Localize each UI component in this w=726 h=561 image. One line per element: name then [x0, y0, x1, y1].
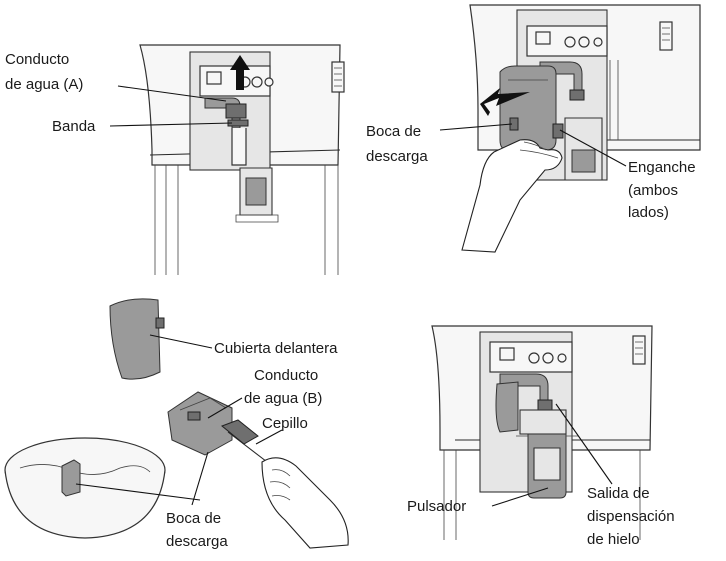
label-boca-descarga-top-line2: descarga	[366, 148, 428, 165]
label-banda: Banda	[52, 118, 96, 135]
dispenser-unit-illustration	[139, 44, 345, 275]
label-pulsador: Pulsador	[407, 498, 466, 515]
panel-top-left: Conducto de agua (A) Banda	[5, 44, 345, 275]
panel-bottom-left: Cubierta delantera Conducto de agua (B) …	[4, 298, 349, 550]
leader-conducto-b	[207, 397, 243, 419]
label-cepillo: Cepillo	[262, 415, 308, 432]
label-salida-line2: dispensación	[587, 508, 675, 525]
label-salida-line3: de hielo	[587, 531, 640, 548]
label-conducto-b-line2: de agua (B)	[244, 390, 322, 407]
leader-enganche	[559, 129, 627, 167]
leader-boca-descarga-bowl	[75, 483, 201, 501]
cleaning-illustration	[4, 298, 349, 549]
leader-boca-descarga-top	[439, 123, 513, 131]
panel-bottom-right: Pulsador Salida de dispensación de hielo	[407, 325, 675, 548]
label-conducto-a-line2: de agua (A)	[5, 76, 83, 93]
label-boca-descarga-bottom-line2: descarga	[166, 533, 228, 550]
label-enganche-line1: Enganche	[628, 159, 696, 176]
label-enganche-line3: lados)	[628, 204, 669, 221]
leader-cepillo	[255, 429, 283, 445]
leader-banda	[109, 122, 233, 127]
label-boca-descarga-top-line1: Boca de	[366, 123, 421, 140]
dispenser-installed-illustration	[431, 325, 653, 540]
leader-conducto-a	[117, 85, 227, 102]
leader-cubierta	[149, 334, 213, 349]
leader-boca-descarga-part	[191, 451, 209, 506]
leader-pulsador	[491, 487, 549, 507]
water-conduct-b-part	[167, 391, 233, 456]
label-cubierta-delantera: Cubierta delantera	[214, 340, 338, 357]
label-salida-line1: Salida de	[587, 485, 650, 502]
leader-salida	[555, 403, 613, 485]
panel-top-right: Boca de descarga Enganche (ambos lados)	[366, 4, 701, 253]
front-cover-part	[109, 298, 161, 380]
label-conducto-a-line1: Conducto	[5, 51, 69, 68]
label-enganche-line2: (ambos	[628, 182, 678, 199]
dispenser-removal-illustration	[461, 4, 701, 253]
label-boca-descarga-bottom-line1: Boca de	[166, 510, 221, 527]
label-conducto-b-line1: Conducto	[254, 367, 318, 384]
